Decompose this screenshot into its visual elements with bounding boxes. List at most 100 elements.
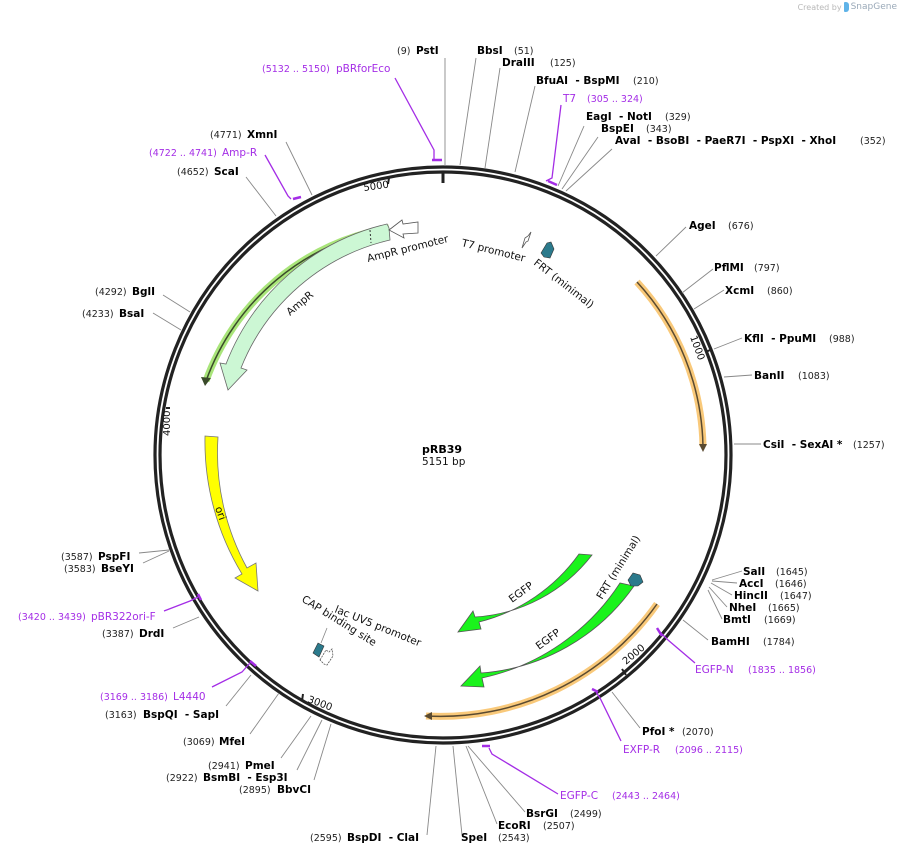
frt-top-feature[interactable] — [540, 241, 555, 259]
enzyme-eagi-noti[interactable]: EagI - NotI — [586, 111, 652, 123]
enzyme-kfli-ppumi[interactable]: KflI - PpuMI — [744, 333, 816, 345]
primer-pbrforeco[interactable]: pBRforEco — [336, 63, 390, 75]
egfp-feature-arrow-inner[interactable] — [457, 553, 593, 633]
enzyme-pos-pfoi: (2070) — [682, 727, 714, 738]
enzyme-pos-ecori: (2507) — [543, 821, 575, 832]
enzyme-avai-group[interactable]: AvaI - BsoBI - PaeR7I - PspXI - XhoI — [615, 135, 836, 147]
enzyme-pos-avai-group: (352) — [860, 136, 886, 147]
enzyme-pos-pmei: (2941) — [208, 761, 240, 772]
enzyme-agei[interactable]: AgeI — [689, 220, 716, 232]
primer-range-pbr322ori-f: (3420 .. 3439) — [18, 612, 86, 623]
enzyme-pos-mfei: (3069) — [183, 737, 215, 748]
enzyme-xmni[interactable]: XmnI — [247, 129, 277, 141]
plasmid-length: 5151 bp — [422, 456, 466, 468]
primer-range-pbrforeco: (5132 .. 5150) — [262, 64, 330, 75]
primer-amp-r[interactable]: Amp-R — [222, 147, 257, 159]
enzyme-bsrgi[interactable]: BsrGI — [526, 808, 558, 820]
enzyme-psti[interactable]: PstI — [416, 45, 439, 57]
enzyme-pos-hincii: (1647) — [780, 591, 812, 602]
bottom-orf-line — [425, 603, 658, 718]
primer-pbr322ori-f[interactable]: pBR322ori-F — [91, 611, 156, 623]
enzyme-acci[interactable]: AccI — [739, 578, 763, 590]
enzyme-bmti[interactable]: BmtI — [723, 614, 751, 626]
enzyme-pos-bfuai-bspmi: (210) — [633, 76, 659, 87]
enzyme-pos-xmni: (4771) — [210, 130, 242, 141]
enzyme-pfoi[interactable]: PfoI * — [642, 726, 675, 738]
tick-1000: 1000 — [687, 334, 706, 362]
enzyme-bspdi-clai[interactable]: BspDI - ClaI — [347, 832, 419, 844]
enzyme-pos-bbsi: (51) — [514, 46, 534, 57]
enzyme-drdi[interactable]: DrdI — [139, 628, 164, 640]
enzyme-bbvci[interactable]: BbvCI — [277, 784, 311, 796]
enzyme-pos-kfli-ppumi: (988) — [829, 334, 855, 345]
enzyme-ecori[interactable]: EcoRI — [498, 820, 531, 832]
enzyme-pos-acci: (1646) — [775, 579, 807, 590]
enzyme-leader-lines — [138, 57, 761, 836]
enzyme-bspqi-sapi[interactable]: BspQI - SapI — [143, 709, 219, 721]
primer-labels: (5132 .. 5150) pBRforEco T7 (305 .. 324)… — [18, 63, 816, 802]
primer-exfp-r[interactable]: EXFP-R — [623, 744, 660, 756]
enzyme-bspei[interactable]: BspEI — [601, 123, 634, 135]
enzyme-bamhi[interactable]: BamHI — [711, 636, 750, 648]
enzyme-hincii[interactable]: HincII — [734, 590, 768, 602]
enzyme-pos-eagi-noti: (329) — [665, 112, 691, 123]
enzyme-banii[interactable]: BanII — [754, 370, 784, 382]
primer-l4440[interactable]: L4440 — [173, 691, 206, 703]
enzyme-pmei[interactable]: PmeI — [245, 760, 275, 772]
t7-promoter-arrow[interactable] — [521, 231, 532, 249]
enzyme-bgli[interactable]: BglI — [132, 286, 155, 298]
enzyme-xcmi[interactable]: XcmI — [725, 285, 754, 297]
enzyme-pos-spei: (2543) — [498, 833, 530, 844]
primer-range-exfp-r: (2096 .. 2115) — [675, 745, 743, 756]
enzyme-spei[interactable]: SpeI — [461, 832, 487, 844]
enzyme-pos-pflmi: (797) — [754, 263, 780, 274]
primer-range-t7: (305 .. 324) — [587, 94, 643, 105]
enzyme-draiii[interactable]: DraIII — [502, 57, 535, 69]
ampr-orf-arrowhead — [201, 377, 211, 386]
enzyme-bsai[interactable]: BsaI — [119, 308, 144, 320]
enzyme-mfei[interactable]: MfeI — [219, 736, 245, 748]
enzyme-pos-bamhi: (1784) — [763, 637, 795, 648]
tick-5000: 5000 — [363, 180, 390, 194]
enzyme-pos-bsmbi-esp3i: (2922) — [166, 773, 198, 784]
enzyme-pos-psti: (9) — [397, 46, 410, 57]
enzyme-bsmbi-esp3i[interactable]: BsmBI - Esp3I — [203, 772, 288, 784]
enzyme-bbsi[interactable]: BbsI — [477, 45, 503, 57]
enzyme-pos-bseyi: (3583) — [64, 564, 96, 575]
primer-markers — [163, 77, 696, 795]
primer-egfp-n[interactable]: EGFP-N — [695, 664, 734, 676]
enzyme-pos-xcmi: (860) — [767, 286, 793, 297]
feature-label-frt-top: FRT (minimal) — [531, 257, 596, 311]
primer-range-amp-r: (4722 .. 4741) — [149, 148, 217, 159]
enzyme-scai[interactable]: ScaI — [214, 166, 239, 178]
snapgene-credit: Created by SnapGene — [798, 2, 897, 12]
cap-binding-site-feature[interactable] — [312, 642, 325, 658]
feature-label-t7-promoter: T7 promoter — [459, 237, 527, 265]
frt-bottom-feature[interactable] — [627, 572, 644, 587]
lac-uv5-promoter-arrow[interactable] — [319, 648, 334, 666]
enzyme-pflmi[interactable]: PflMI — [714, 262, 744, 274]
enzyme-csii-sexai[interactable]: CsiI - SexAI * — [763, 439, 843, 451]
enzyme-pos-bmti: (1669) — [764, 615, 796, 626]
enzyme-pos-scai: (4652) — [177, 167, 209, 178]
enzyme-pos-bspqi-sapi: (3163) — [105, 710, 137, 721]
credit-brand: SnapGene — [850, 2, 897, 12]
enzyme-pos-banii: (1083) — [798, 371, 830, 382]
enzyme-sali[interactable]: SalI — [743, 566, 765, 578]
egfp-feature-arrow-outer[interactable] — [460, 582, 635, 688]
right-orf-line — [636, 281, 704, 447]
enzyme-bseyi[interactable]: BseYI — [101, 563, 134, 575]
ampr-feature-arrow[interactable] — [219, 223, 391, 391]
ampr-promoter-arrow[interactable] — [388, 219, 419, 239]
enzyme-pos-csii-sexai: (1257) — [853, 440, 885, 451]
enzyme-nhei[interactable]: NheI — [729, 602, 756, 614]
primer-t7[interactable]: T7 — [562, 93, 576, 105]
ori-feature-arrow[interactable] — [204, 435, 259, 592]
enzyme-pos-drdi: (3387) — [102, 629, 134, 640]
primer-egfp-c[interactable]: EGFP-C — [560, 790, 598, 802]
enzyme-bfuai-bspmi[interactable]: BfuAI - BspMI — [536, 75, 620, 87]
enzyme-pspfi[interactable]: PspFI — [98, 551, 130, 563]
plasmid-name: pRB39 — [422, 443, 463, 456]
enzyme-pos-bspei: (343) — [646, 124, 672, 135]
enzyme-pos-pspfi: (3587) — [61, 552, 93, 563]
